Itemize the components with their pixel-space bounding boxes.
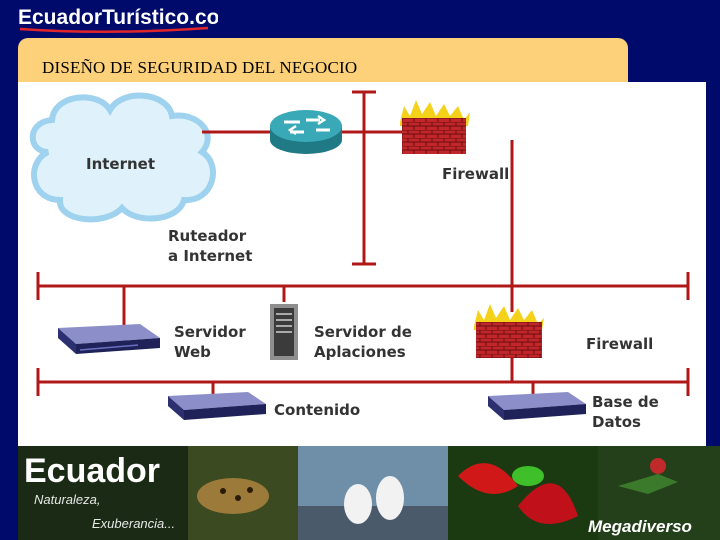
content-server-icon [168, 392, 266, 420]
app-server-icon [270, 304, 298, 360]
brand-logo: EcuadorTurístico.com [18, 6, 218, 34]
router-label-line1: Ruteador [168, 227, 247, 245]
router-icon [270, 110, 342, 154]
router-label: Ruteador a Internet [168, 226, 252, 266]
network-lines [36, 90, 690, 396]
content-label: Contenido [274, 401, 361, 419]
frog-flower-photo [448, 446, 598, 540]
title-bar: DISEÑO DE SEGURIDAD DEL NEGOCIO [18, 38, 628, 88]
banner-tag2: Exuberancia... [92, 516, 175, 531]
web-server-label: Servidor Web [174, 322, 246, 362]
banner-tag1: Naturaleza, [34, 492, 100, 507]
slide-title: DISEÑO DE SEGURIDAD DEL NEGOCIO [42, 58, 358, 77]
diagram-canvas [29, 90, 690, 420]
firewall-mid-label: Firewall [586, 335, 654, 353]
ecuador-banner: Ecuador Naturaleza, Exuberancia... Megad… [18, 446, 720, 540]
internet-label: Internet [86, 155, 156, 173]
banner-art: Ecuador Naturaleza, Exuberancia... Megad… [18, 446, 720, 540]
app-server-label: Servidor de Aplaciones [314, 322, 412, 362]
internet-cloud-icon [29, 92, 216, 223]
database-label: Base de Datos [592, 392, 659, 432]
database-label-line2: Datos [592, 413, 641, 431]
firewall-top-icon [400, 100, 470, 154]
brand-text: EcuadorTurístico.com [18, 6, 218, 29]
web-server-label-line2: Web [174, 343, 211, 361]
app-server-label-line1: Servidor de [314, 323, 412, 341]
database-server-icon [488, 392, 586, 420]
app-server-label-line2: Aplaciones [314, 343, 406, 361]
banner-tag3: Megadiverso [588, 517, 692, 536]
banner-country: Ecuador [24, 452, 160, 490]
firewall-mid-icon [474, 304, 544, 358]
brand-swoosh [19, 26, 209, 34]
network-diagram: Internet Firewall Ruteador a Internet Se… [18, 82, 706, 446]
database-label-line1: Base de [592, 393, 659, 411]
web-server-icon [58, 324, 160, 354]
firewall-top-label: Firewall [442, 165, 510, 183]
web-server-label-line1: Servidor [174, 323, 246, 341]
router-label-line2: a Internet [168, 247, 253, 265]
